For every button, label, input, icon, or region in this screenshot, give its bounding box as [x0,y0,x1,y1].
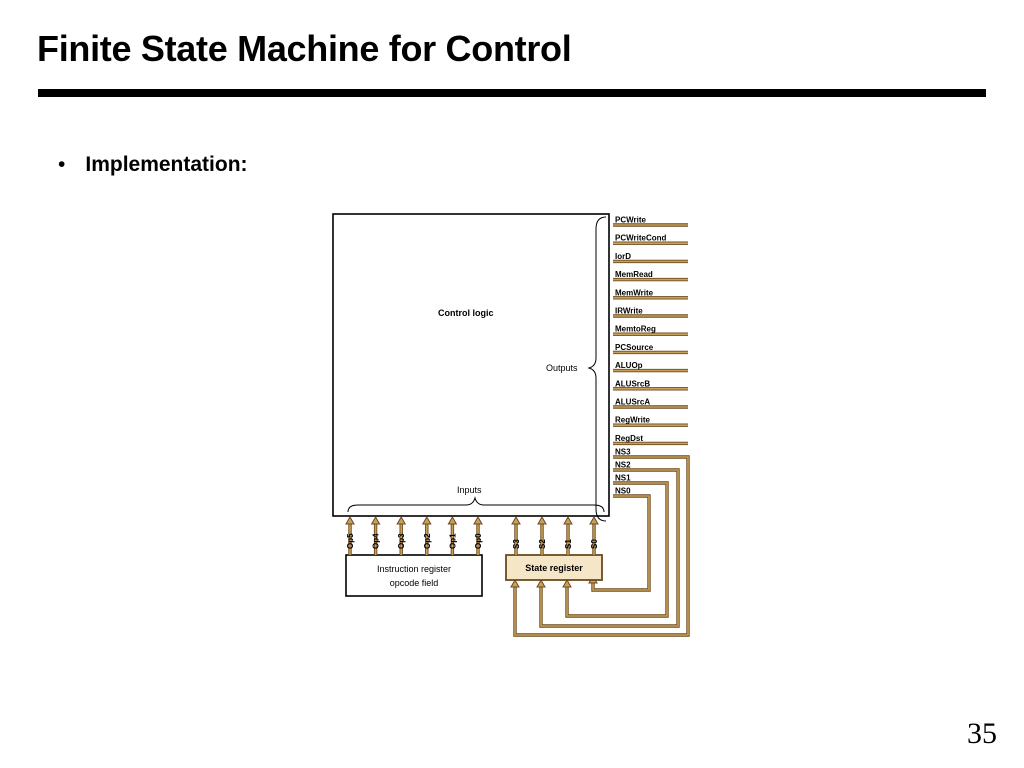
instruction-register-box [345,554,483,597]
next-state-feedback-wire [539,468,680,628]
feedback-arrow [510,578,520,588]
next-state-label: NS0 [615,487,631,496]
state-register-box [505,554,603,581]
control-logic-label: Control logic [438,308,494,318]
opcode-input-label: Op5 [346,533,355,549]
next-state-feedback-wire-core [540,469,679,627]
feedback-arrow [536,578,546,588]
opcode-input-label: Op1 [448,533,457,549]
output-label: MemRead [615,270,653,279]
opcode-input-arrow [370,515,381,525]
next-state-feedback-wire [591,494,651,592]
opcode-input-arrow [345,515,355,525]
next-state-feedback-wire [513,455,690,637]
bullet-dot: • [58,153,66,176]
opcode-input-arrow [421,515,432,525]
output-label: ALUOp [615,361,643,370]
opcode-input-label: Op2 [423,533,432,549]
outputs-brace [587,216,607,522]
state-input-arrow [537,515,547,525]
feedback-arrow [562,578,572,588]
next-state-label: NS1 [615,474,631,483]
output-label: PCWriteCond [615,234,667,243]
state-input-arrow [563,515,573,525]
state-input-label: S1 [564,539,573,549]
state-input-arrow [589,515,599,525]
inputs-label: Inputs [457,485,482,495]
bullet-text: Implementation: [85,153,248,176]
bullet-item: • Implementation: [58,153,248,177]
opcode-input-arrow [473,515,483,525]
instruction-register-label: Instruction register [377,564,451,574]
output-label: MemWrite [615,288,654,297]
title-rule [38,89,986,97]
state-input-label: S0 [590,539,599,549]
output-label: PCSource [615,343,654,352]
instruction-register-sublabel: opcode field [390,578,439,588]
output-label: RegDst [615,434,643,443]
output-label: ALUSrcA [615,398,650,407]
state-input-label: S3 [512,539,521,549]
output-label: IorD [615,252,631,261]
outputs-label: Outputs [546,363,578,373]
output-label: MemtoReg [615,325,656,334]
output-label: IRWrite [615,307,643,316]
inputs-brace [347,496,605,513]
state-input-arrow [511,515,521,525]
opcode-input-arrow [447,515,458,525]
page-number: 35 [967,717,997,750]
next-state-feedback-wire [565,481,669,618]
state-register-label: State register [525,563,583,573]
next-state-label: NS3 [615,448,631,457]
opcode-input-label: Op3 [397,533,406,549]
control-logic-box [332,213,610,517]
next-state-feedback-wire-core [592,495,650,591]
next-state-label: NS2 [615,461,631,470]
state-input-label: S2 [538,539,547,549]
output-label: PCWrite [615,216,647,225]
next-state-feedback-wire-core [566,482,668,617]
output-label: ALUSrcB [615,379,650,388]
next-state-feedback-wire-core [514,456,689,636]
opcode-input-label: Op0 [474,533,483,549]
output-label: RegWrite [615,416,651,425]
slide-title: Finite State Machine for Control [37,28,572,69]
opcode-input-arrow [396,515,407,525]
opcode-input-label: Op4 [372,533,381,549]
